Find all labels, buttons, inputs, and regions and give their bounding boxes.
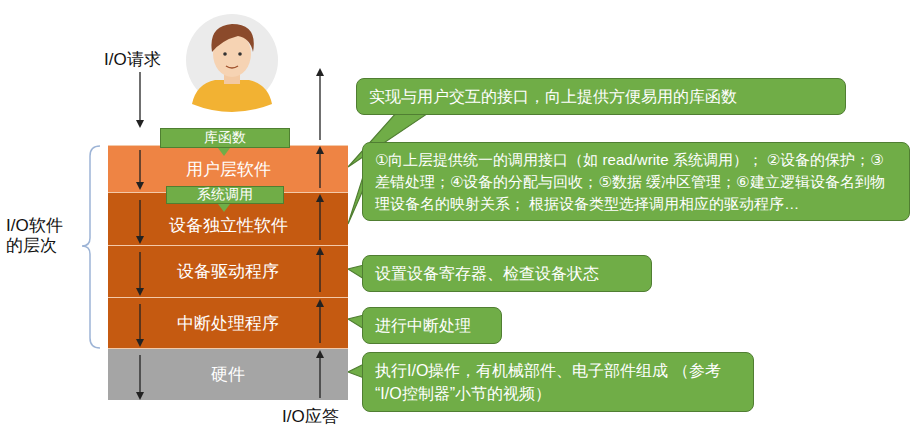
callout-box: 执行I/O操作，有机械部件、电子部件组成 （参考“I/O控制器”小节的视频） xyxy=(362,352,754,412)
callout-box: 实现与用户交互的接口，向上提供方便易用的库函数 xyxy=(356,78,846,115)
layer-name: 中断处理程序 xyxy=(177,312,279,335)
callout-text: 实现与用户交互的接口，向上提供方便易用的库函数 xyxy=(369,88,737,105)
bracket xyxy=(82,146,100,348)
layer-name: 用户层软件 xyxy=(186,158,271,181)
layer-band: 设备驱动程序 xyxy=(108,245,348,297)
layer-band: 中断处理程序 xyxy=(108,297,348,348)
layer-band: 用户层软件 xyxy=(108,145,348,192)
callout-text: 进行中断处理 xyxy=(375,317,471,334)
request-label: I/O请求 xyxy=(104,48,161,71)
group-label: I/O软件 的层次 xyxy=(6,216,72,257)
callout-box: ①向上层提供统一的调用接口（如 read/write 系统调用）； ②设备的保护… xyxy=(362,142,910,221)
callout-text: ①向上层提供统一的调用接口（如 read/write 系统调用）； ②设备的保护… xyxy=(375,151,885,212)
tag-text: 库函数 xyxy=(204,129,246,147)
callout-box: 设置设备寄存器、检查设备状态 xyxy=(362,255,652,292)
library-tag: 库函数 xyxy=(160,128,290,148)
callout-text: 设置设备寄存器、检查设备状态 xyxy=(375,265,599,282)
callout-text: 执行I/O操作，有机械部件、电子部件组成 （参考“I/O控制器”小节的视频） xyxy=(375,362,721,402)
callout-box: 进行中断处理 xyxy=(362,307,502,344)
layer-name: 硬件 xyxy=(211,363,245,386)
response-label: I/O应答 xyxy=(282,405,339,428)
hardware-band: 硬件 xyxy=(108,348,348,400)
tag-text: 系统调用 xyxy=(197,186,253,204)
layer-name: 设备驱动程序 xyxy=(177,260,279,283)
person-icon xyxy=(186,14,278,112)
syscall-tag: 系统调用 xyxy=(166,186,284,204)
layer-name: 设备独立性软件 xyxy=(169,214,288,237)
